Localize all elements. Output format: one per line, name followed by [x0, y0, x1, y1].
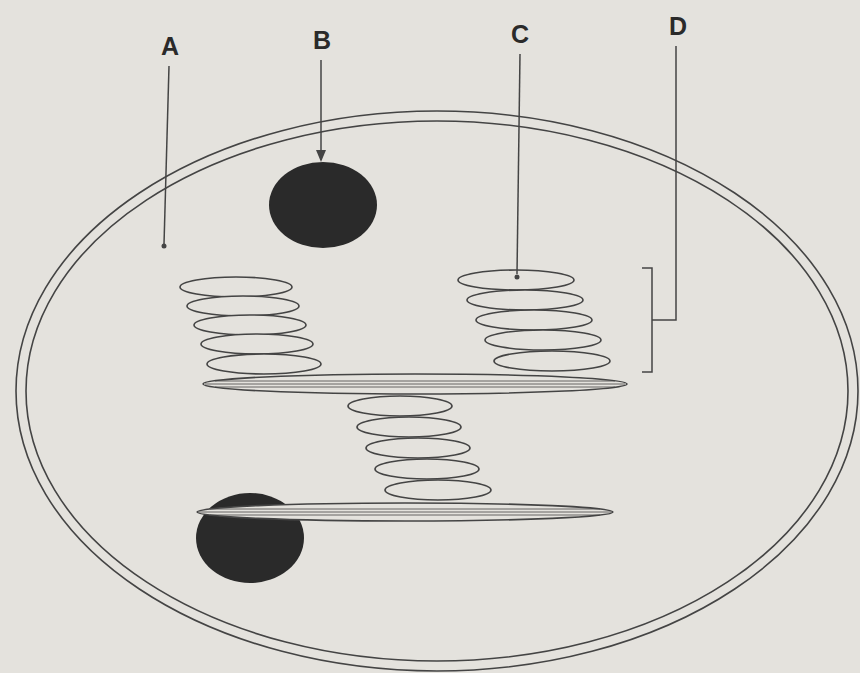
outer-membrane: [16, 111, 858, 671]
lamella: [197, 374, 627, 521]
part-letter: D: [669, 14, 687, 39]
leader-line: [164, 46, 676, 372]
leader-dot: [515, 275, 520, 280]
part-letter: A: [161, 34, 179, 59]
granum: [180, 277, 321, 374]
granum: [458, 270, 610, 371]
inner-membrane: [26, 121, 848, 661]
granum: [348, 396, 491, 500]
part-letter: B: [313, 28, 331, 53]
part-letter: C: [511, 22, 529, 47]
starch-grain: [269, 162, 377, 248]
leader-arrow: [316, 150, 326, 162]
leader-dot: [162, 244, 167, 249]
